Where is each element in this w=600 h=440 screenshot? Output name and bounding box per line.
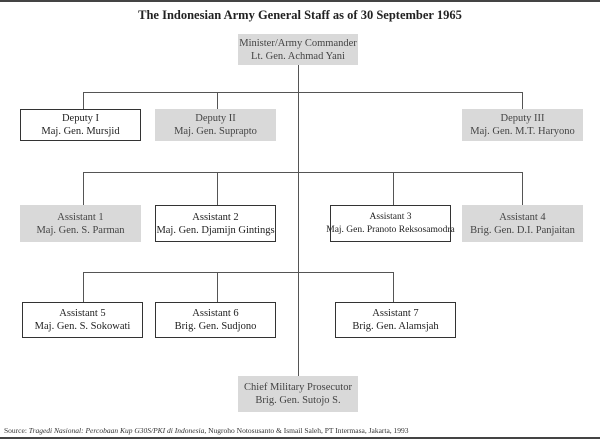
deputy-bus-line — [83, 92, 523, 93]
node-role: Assistant 2 — [192, 211, 239, 223]
node-role: Assistant 4 — [499, 211, 546, 223]
node-role: Assistant 3 — [369, 211, 412, 222]
node-name: Maj. Gen. Djamijn Gintings — [156, 224, 275, 236]
node-name: Maj. Gen. Suprapto — [174, 126, 257, 137]
node-name: Brig. Gen. Sutojo S. — [255, 395, 341, 406]
node-assistant-7: Assistant 7 Brig. Gen. Alamsjah — [335, 302, 456, 338]
node-name: Brig. Gen. Sudjono — [174, 321, 257, 332]
node-assistant-4: Assistant 4 Brig. Gen. D.I. Panjaitan — [462, 205, 583, 242]
connector — [217, 272, 218, 302]
connector — [83, 172, 84, 205]
node-minister: Minister/Army Commander Lt. Gen. Achmad … — [238, 34, 358, 65]
connector — [217, 92, 218, 109]
assistant-bus-line-2 — [83, 272, 394, 273]
connector — [522, 92, 523, 109]
node-deputy-2: Deputy II Maj. Gen. Suprapto — [155, 109, 276, 141]
source-title: Tragedi Nasional: Percobaan Kup G30S/PKI… — [28, 426, 205, 435]
node-role: Minister/Army Commander — [239, 37, 357, 49]
node-role: Deputy III — [500, 113, 545, 124]
main-trunk-line — [298, 65, 299, 376]
node-name: Maj. Gen. S. Sokowati — [34, 321, 131, 332]
connector — [83, 92, 84, 109]
connector — [217, 172, 218, 205]
node-name: Brig. Gen. Alamsjah — [352, 321, 439, 332]
top-rule — [0, 0, 600, 2]
node-chief-prosecutor: Chief Military Prosecutor Brig. Gen. Sut… — [238, 376, 358, 412]
node-deputy-1: Deputy I Maj. Gen. Mursjid — [20, 109, 141, 141]
node-name: Maj. Gen. S. Parman — [36, 224, 125, 236]
node-assistant-1: Assistant 1 Maj. Gen. S. Parman — [20, 205, 141, 242]
node-assistant-6: Assistant 6 Brig. Gen. Sudjono — [155, 302, 276, 338]
node-role: Assistant 6 — [192, 308, 239, 319]
connector — [522, 172, 523, 205]
node-name: Lt. Gen. Achmad Yani — [251, 50, 345, 62]
node-role: Assistant 1 — [57, 211, 104, 223]
node-role: Deputy II — [195, 113, 236, 124]
node-name: Maj. Gen. Mursjid — [41, 126, 120, 137]
node-assistant-3: Assistant 3 Maj. Gen. Pranoto Reksosamod… — [326, 205, 455, 242]
node-name: Maj. Gen. Pranoto Reksosamodra — [326, 224, 455, 235]
node-role: Assistant 5 — [59, 308, 106, 319]
node-assistant-2: Assistant 2 Maj. Gen. Djamijn Gintings — [155, 205, 276, 242]
source-label: Source: — [4, 426, 29, 435]
source-note: Source: Tragedi Nasional: Percobaan Kup … — [4, 426, 409, 435]
node-role: Chief Military Prosecutor — [244, 382, 352, 393]
node-name: Maj. Gen. M.T. Haryono — [470, 126, 575, 137]
node-role: Deputy I — [61, 113, 100, 124]
connector — [393, 272, 394, 302]
node-deputy-3: Deputy III Maj. Gen. M.T. Haryono — [462, 109, 583, 141]
node-assistant-5: Assistant 5 Maj. Gen. S. Sokowati — [22, 302, 143, 338]
bottom-rule — [0, 437, 600, 439]
source-details: , Nugroho Notosusanto & Ismail Saleh, PT… — [204, 426, 409, 435]
chart-title: The Indonesian Army General Staff as of … — [138, 8, 462, 22]
assistant-bus-line — [83, 172, 523, 173]
connector — [83, 272, 84, 302]
connector — [393, 172, 394, 205]
node-name: Brig. Gen. D.I. Panjaitan — [470, 224, 575, 236]
node-role: Assistant 7 — [372, 308, 419, 319]
